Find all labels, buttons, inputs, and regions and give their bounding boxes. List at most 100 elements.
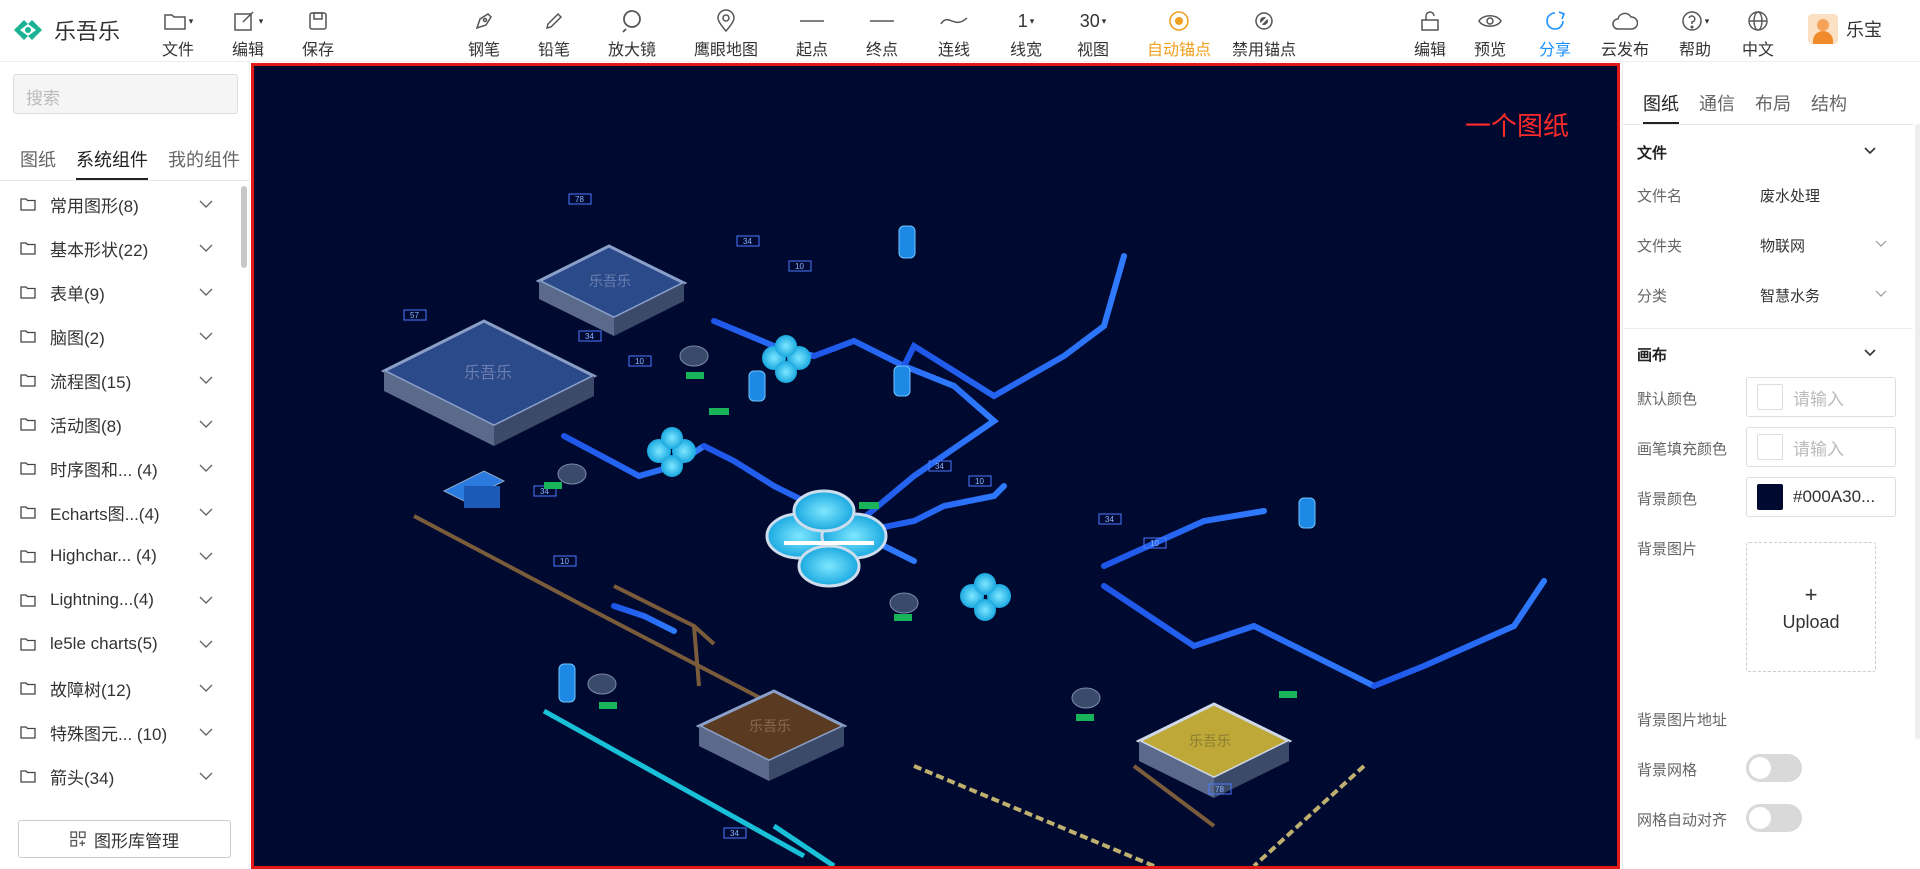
library-scrollbar[interactable]: [241, 186, 247, 268]
chevron-down-icon[interactable]: [1863, 144, 1877, 158]
toolbar-end-button[interactable]: 终点: [866, 8, 898, 60]
svg-text:乐吾乐: 乐吾乐: [464, 364, 512, 382]
library-category-item[interactable]: 流程图(15): [0, 358, 242, 402]
grid-align-toggle[interactable]: [1746, 804, 1802, 832]
toolbar-publish-button[interactable]: 云发布: [1601, 8, 1649, 60]
chevron-down-icon[interactable]: [198, 460, 214, 476]
library-category-item[interactable]: 故障树(12): [0, 666, 242, 710]
library-category-item[interactable]: 箭头(34): [0, 754, 242, 792]
chevron-down-icon[interactable]: [198, 416, 214, 432]
globe-icon: [1748, 11, 1768, 31]
toolbar-disableanchor-button[interactable]: 禁用锚点: [1232, 8, 1296, 60]
tab-communication[interactable]: 通信: [1699, 94, 1735, 114]
library-category-label: 故障树(12): [50, 680, 132, 700]
chevron-down-icon[interactable]: [198, 548, 214, 564]
toolbar-save-button[interactable]: 保存: [302, 8, 334, 60]
user-menu[interactable]: 乐宝: [1808, 14, 1882, 44]
tab-structure[interactable]: 结构: [1811, 94, 1847, 114]
background-color-value: #000A30...: [1793, 487, 1876, 506]
canvas-section-header[interactable]: 画布: [1637, 347, 1668, 364]
process-diagram[interactable]: 乐吾乐 乐吾乐 乐吾乐 乐吾乐: [254, 66, 1617, 866]
line-icon: [799, 20, 824, 22]
category-select[interactable]: 智慧水务: [1760, 288, 1821, 305]
library-category-item[interactable]: le5le charts(5): [0, 622, 242, 666]
chevron-down-icon[interactable]: [198, 636, 214, 652]
library-manage-button[interactable]: 图形库管理: [18, 820, 231, 858]
library-category-item[interactable]: 时序图和... (4): [0, 446, 242, 490]
library-category-item[interactable]: 活动图(8): [0, 402, 242, 446]
fill-color-input[interactable]: 请输入: [1746, 427, 1896, 467]
toolbar-lang-button[interactable]: 中文: [1742, 8, 1774, 60]
library-category-item[interactable]: Lightning...(4): [0, 578, 242, 622]
toolbar-preview-button[interactable]: 预览: [1474, 8, 1506, 60]
toolbar-file-button[interactable]: ▾文件: [162, 8, 194, 60]
library-category-item[interactable]: 常用图形(8): [0, 182, 242, 226]
chevron-down-icon[interactable]: [1875, 238, 1887, 250]
chevron-down-icon[interactable]: [198, 284, 214, 300]
aeration-tank-top: 乐吾乐: [535, 244, 688, 336]
chevron-down-icon[interactable]: [198, 680, 214, 696]
drawing-canvas[interactable]: 乐吾乐 乐吾乐 乐吾乐 乐吾乐: [251, 63, 1620, 869]
library-category-label: le5le charts(5): [50, 634, 158, 653]
upload-button[interactable]: + Upload: [1746, 542, 1876, 672]
library-category-item[interactable]: 特殊图元... (10): [0, 710, 242, 754]
background-color-input[interactable]: #000A30...: [1746, 477, 1896, 517]
library-category-label: 脑图(2): [50, 328, 105, 348]
toolbar-start-button[interactable]: 起点: [796, 8, 828, 60]
tab-system-components[interactable]: 系统组件: [76, 146, 148, 180]
folder-icon: [20, 374, 36, 387]
chevron-down-icon[interactable]: [198, 196, 214, 212]
lang-label: 中文: [1741, 42, 1775, 59]
toolbar-autoanchor-button[interactable]: 自动锚点: [1147, 8, 1211, 60]
chevron-down-icon[interactable]: [198, 240, 214, 256]
file-name-value[interactable]: 废水处理: [1760, 188, 1821, 205]
color-swatch[interactable]: [1757, 384, 1783, 410]
library-category-item[interactable]: 脑图(2): [0, 314, 242, 358]
toolbar-linewidth-button[interactable]: 1▾线宽: [1010, 8, 1042, 60]
toolbar-connect-button[interactable]: 连线: [938, 8, 970, 60]
svg-text:34: 34: [1105, 515, 1114, 524]
anchor-off-icon: [1255, 12, 1273, 30]
toolbar-unlock-button[interactable]: 编辑: [1414, 8, 1446, 60]
tab-drawing[interactable]: 图纸: [1643, 90, 1679, 124]
tab-my-components[interactable]: 我的组件: [168, 150, 240, 170]
search-input[interactable]: 搜索: [13, 74, 238, 114]
toolbar-view-button[interactable]: 30▾视图: [1077, 8, 1109, 60]
svg-text:乐吾乐: 乐吾乐: [1189, 733, 1231, 749]
toolbar-magnifier-button[interactable]: 放大镜: [608, 8, 656, 60]
toolbar-pen-button[interactable]: 钢笔: [468, 8, 500, 60]
color-swatch[interactable]: [1757, 434, 1783, 460]
library-category-item[interactable]: 表单(9): [0, 270, 242, 314]
chevron-down-icon[interactable]: [198, 724, 214, 740]
color-swatch[interactable]: [1757, 484, 1783, 510]
toolbar-minimap-button[interactable]: 鹰眼地图: [694, 8, 758, 60]
toolbar-pencil-button[interactable]: 铅笔: [538, 8, 570, 60]
chevron-down-icon[interactable]: [198, 372, 214, 388]
toolbar-share-button[interactable]: 分享: [1539, 8, 1571, 60]
folder-select[interactable]: 物联网: [1760, 238, 1806, 255]
grid-toggle[interactable]: [1746, 754, 1802, 782]
toolbar-edit-button[interactable]: ▾编辑: [232, 8, 264, 60]
default-color-input[interactable]: 请输入: [1746, 377, 1896, 417]
field-label: 分类: [1637, 288, 1668, 305]
properties-scrollbar[interactable]: [1915, 124, 1920, 739]
library-category-item[interactable]: Highchar... (4): [0, 534, 242, 578]
properties-panel: 图纸 通信 布局 结构 文件 文件名 废水处理 文件夹 物联网 分类 智慧水务 …: [1622, 62, 1920, 869]
toolbar-help-button[interactable]: ▾帮助: [1679, 8, 1711, 60]
chevron-down-icon[interactable]: [198, 592, 214, 608]
library-category-item[interactable]: 基本形状(22): [0, 226, 242, 270]
file-section-header[interactable]: 文件: [1637, 145, 1668, 162]
logo-icon: [14, 20, 42, 40]
chevron-down-icon[interactable]: [1875, 288, 1887, 300]
tab-layout[interactable]: 布局: [1755, 94, 1791, 114]
chevron-down-icon[interactable]: [1863, 346, 1877, 360]
chevron-down-icon[interactable]: [198, 328, 214, 344]
file-label: 文件: [161, 42, 195, 59]
tab-drawings[interactable]: 图纸: [20, 150, 56, 170]
app-logo[interactable]: 乐吾乐: [10, 14, 120, 46]
library-category-item[interactable]: Echarts图...(4): [0, 490, 242, 534]
folder-icon: [163, 14, 186, 30]
field-label: 背景颜色: [1637, 491, 1698, 508]
chevron-down-icon[interactable]: [198, 768, 214, 784]
chevron-down-icon[interactable]: [198, 504, 214, 520]
